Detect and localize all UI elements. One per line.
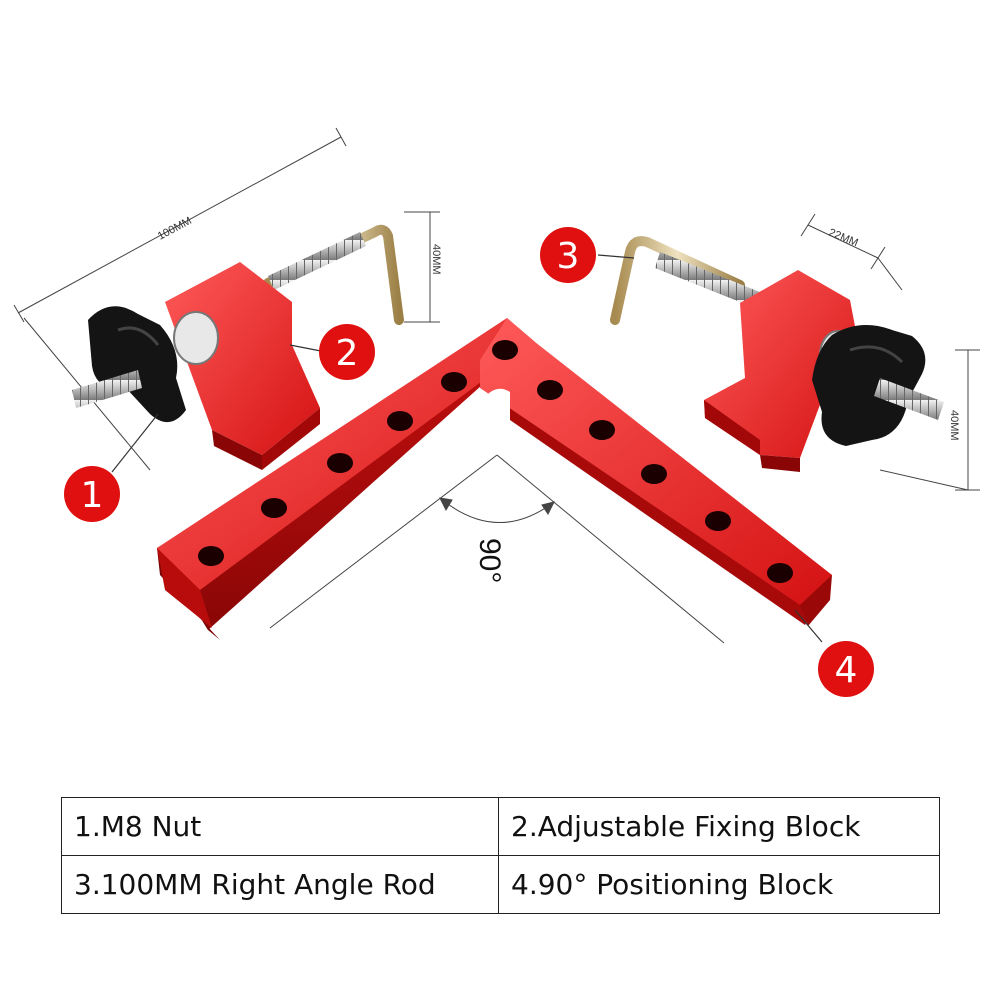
dim-label-40mm-right: 40MM [948,410,960,441]
left-clamp [72,224,404,470]
parts-legend-table: 1.M8 Nut 2.Adjustable Fixing Block 3.100… [61,797,940,914]
callout-badge-2: 2 [319,324,375,380]
svg-text:3: 3 [557,236,580,277]
angle-guides [269,454,725,644]
table-row: 3.100MM Right Angle Rod 4.90° Positionin… [61,855,940,914]
callout-badge-1: 1 [64,466,120,522]
product-diagram: 100MM 40MM 22MM 40MM [13,127,980,697]
svg-text:2: 2 [336,333,359,374]
svg-text:4: 4 [835,650,858,691]
dim-label-22mm: 22MM [827,227,860,250]
callout-badge-3: 3 [540,227,596,283]
dimension-40mm-right [879,349,980,491]
dimension-22mm [800,213,903,291]
dim-label-40mm-left: 40MM [430,244,442,275]
table-row: 1.M8 Nut 2.Adjustable Fixing Block [61,797,940,856]
callout-badge-4: 4 [818,641,874,697]
angle-label: 90° [473,538,506,583]
dim-label-100mm: 100MM [156,215,194,243]
positioning-block-90 [157,318,832,640]
part-cell-1: 1.M8 Nut [61,797,499,856]
dimension-40mm-left [404,211,440,323]
right-clamp [610,236,944,472]
svg-text:1: 1 [81,475,104,516]
part-cell-2: 2.Adjustable Fixing Block [498,797,940,856]
block-holes [198,340,793,583]
part-cell-3: 3.100MM Right Angle Rod [61,855,499,914]
part-cell-4: 4.90° Positioning Block [498,855,940,914]
